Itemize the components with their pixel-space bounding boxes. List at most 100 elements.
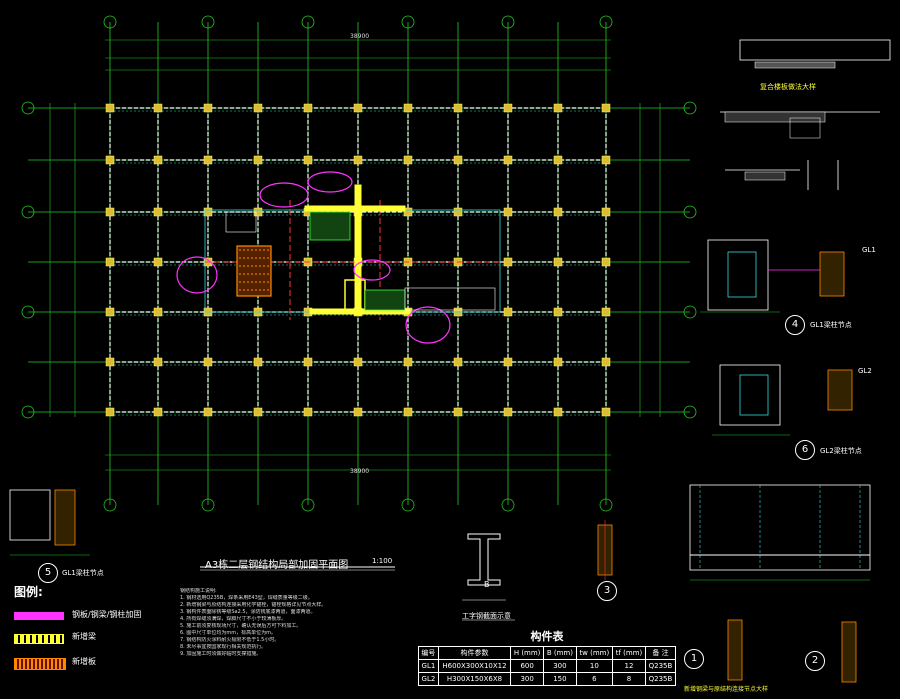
table-header: 编号 [418, 646, 439, 660]
legend-swatch-yellow [14, 634, 64, 644]
construction-notes: 钢结构施工说明: 1. 钢材选用Q235B，焊条采用E43型，焊缝质量等级二级。… [180, 588, 420, 658]
note-line: 5. 施工前须复核现场尺寸，确认无误后方可下料加工。 [180, 623, 302, 629]
grid-bubble-bottom [301, 498, 315, 512]
callout-box [404, 287, 496, 311]
detail-5-column [9, 489, 51, 541]
detail-6-section [827, 369, 853, 411]
column [303, 103, 313, 113]
column [453, 407, 463, 417]
top-dimension-total: 38900 [350, 33, 370, 40]
table-cell: 12 [612, 659, 646, 673]
note-line: 3. 钢构件表面除锈等级Sa2.5，涂防锈底漆两道，面漆两道。 [180, 609, 316, 615]
member-table: 构件表 编号 构件参数 H (mm) B (mm) tw (mm) tf (mm… [418, 628, 677, 686]
column [553, 207, 563, 217]
note-line: 1. 钢材选用Q235B，焊条采用E43型，焊缝质量等级二级。 [180, 595, 313, 601]
column [153, 257, 163, 267]
grid-bubble-top [501, 15, 515, 29]
column [503, 357, 513, 367]
detail-drawings [9, 39, 891, 683]
column [153, 103, 163, 113]
column [503, 407, 513, 417]
column [303, 407, 313, 417]
column [105, 103, 115, 113]
grid-bubble-top [599, 15, 613, 29]
column [553, 407, 563, 417]
column [203, 207, 213, 217]
column [253, 357, 263, 367]
legend-label: 新增梁 [72, 632, 96, 641]
column [403, 407, 413, 417]
column [553, 307, 563, 317]
column [403, 207, 413, 217]
column [353, 357, 363, 367]
table-cell: 150 [543, 672, 577, 686]
legend-item-reinforcement: 钢板/钢梁/钢柱加固 [14, 609, 174, 623]
legend-swatch-magenta [14, 612, 64, 620]
legend-label: 钢板/钢梁/钢柱加固 [72, 610, 142, 619]
legend-item-new-slab: 新增板 [14, 656, 174, 670]
column [153, 207, 163, 217]
table-cell: GL2 [418, 672, 439, 686]
detail-5-section [54, 489, 76, 546]
structural-grid [21, 15, 697, 512]
note-line: 9. 加固施工时须做好临时支撑措施。 [180, 651, 262, 657]
column [253, 103, 263, 113]
column [105, 257, 115, 267]
detail-4-caption: GL1梁柱节点 [810, 321, 852, 329]
new-slab-orange [236, 245, 272, 297]
grid-bubble-top [201, 15, 215, 29]
column [453, 155, 463, 165]
column [601, 407, 611, 417]
column [353, 155, 363, 165]
column [453, 207, 463, 217]
highlight-box [309, 211, 351, 241]
column [553, 103, 563, 113]
column [203, 357, 213, 367]
column [105, 307, 115, 317]
column [601, 307, 611, 317]
new-beam-yellow [354, 184, 362, 316]
column [453, 357, 463, 367]
column [503, 257, 513, 267]
column [153, 407, 163, 417]
table-header: B (mm) [543, 646, 577, 660]
column [553, 257, 563, 267]
table-header: tf (mm) [612, 646, 646, 660]
column [105, 207, 115, 217]
detail-4-section [819, 251, 845, 297]
legend-title: 图例: [14, 585, 43, 599]
column [601, 155, 611, 165]
detail-4-plate [727, 251, 757, 298]
reinforcement-cloud [307, 171, 353, 193]
section-tag-gl1: GL1 [862, 246, 876, 254]
column [503, 207, 513, 217]
note-line: 7. 钢结构防火涂料耐火极限不低于1.5小时。 [180, 637, 280, 643]
grid-bubble-top [103, 15, 117, 29]
table-cell: Q235B [644, 672, 677, 686]
column [601, 207, 611, 217]
grid-bubble-right [683, 205, 697, 219]
elevation-frame [689, 484, 871, 571]
highlight-box [364, 289, 406, 311]
column [105, 155, 115, 165]
column [553, 155, 563, 165]
column [601, 257, 611, 267]
reinforcement-cloud [259, 182, 309, 208]
note-line: 4. 所有焊缝须满焊，焊脚尺寸不小于较薄板厚。 [180, 616, 287, 622]
column [353, 407, 363, 417]
reinforcement-cloud [176, 256, 218, 294]
top-right-detail-title: 复合楼板做法大样 [760, 83, 816, 91]
grid-bubble-top [401, 15, 415, 29]
grid-bubble-bottom [401, 498, 415, 512]
grid-bubble-left [21, 101, 35, 115]
table-header: 备 注 [644, 646, 677, 660]
detail-6-plate [739, 374, 769, 416]
grid-bubble-bottom [103, 498, 117, 512]
column [601, 103, 611, 113]
detail-5-caption: GL1梁柱节点 [62, 569, 104, 577]
grid-bubble-right [683, 101, 697, 115]
table-cell: GL1 [418, 659, 439, 673]
member-table-title: 构件表 [530, 630, 564, 643]
